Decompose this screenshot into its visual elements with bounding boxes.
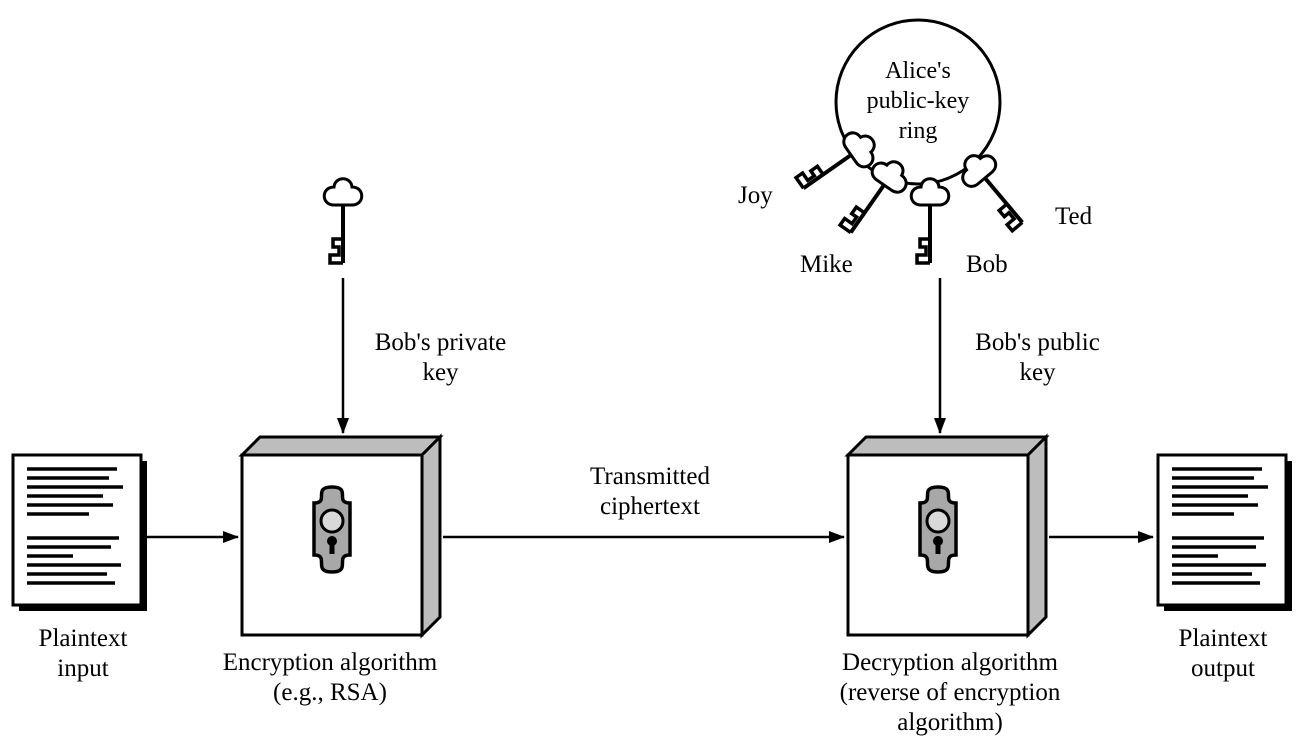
- private-key-icon: [322, 176, 364, 265]
- plaintext-input-document-icon: [11, 453, 149, 613]
- decryption-algorithm-label: Decryption algorithm (reverse of encrypt…: [839, 649, 1061, 736]
- mike-key-label: Mike: [800, 251, 853, 278]
- decryption-algorithm-box: [846, 435, 1048, 637]
- key-ring-title: Alice's public-key ring: [866, 58, 970, 144]
- plaintext-input-label: Plaintext input: [38, 625, 128, 682]
- public-key-label: Bob's public key: [975, 329, 1100, 386]
- joy-key-label: Joy: [738, 182, 773, 209]
- key-ring-icon: [834, 18, 1002, 186]
- encryption-algorithm-label: Encryption algorithm (e.g., RSA): [222, 649, 438, 706]
- plaintext-output-document-icon: [1156, 453, 1294, 613]
- private-key-label: Bob's private key: [374, 329, 507, 386]
- bob-key-icon: [909, 176, 951, 265]
- bob-key-label: Bob: [966, 251, 1008, 278]
- ted-key-label: Ted: [1055, 203, 1093, 230]
- transmitted-ciphertext-label: Transmitted ciphertext: [590, 463, 710, 520]
- encryption-algorithm-box: [240, 435, 442, 637]
- ted-key-icon: [951, 143, 1039, 237]
- mike-key-icon: [833, 150, 917, 246]
- plaintext-output-label: Plaintext output: [1178, 625, 1268, 682]
